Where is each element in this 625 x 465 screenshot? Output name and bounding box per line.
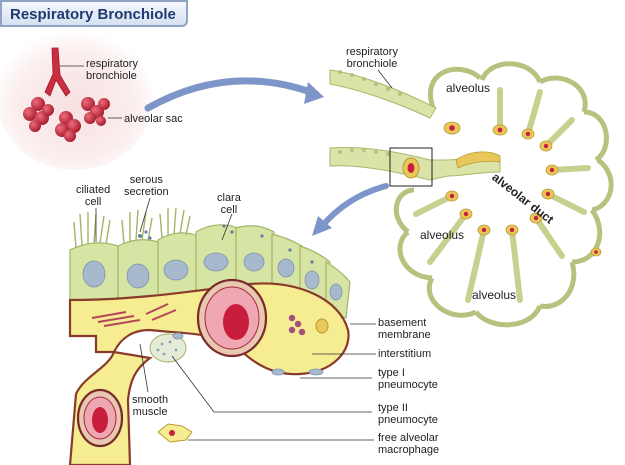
alveolus-wall <box>428 66 482 109</box>
alveolus-left-label: alveolus <box>420 228 465 242</box>
title-badge: Respiratory Bronchiole <box>0 0 188 27</box>
inset-alveolar-sac-label: alveolar sac <box>124 113 183 125</box>
inset-respiratory-bronchiole-label: respiratory bronchiole <box>86 58 138 82</box>
smooth-muscle-line2: muscle <box>132 406 168 418</box>
clara-cell-label: clara cell <box>217 192 241 216</box>
red-blood-cell <box>223 304 249 340</box>
arrow-to-acinus-head <box>304 82 324 104</box>
type2-pneumocyte-line2: pneumocyte <box>378 414 438 426</box>
macrophage-line2: macrophage <box>378 444 440 456</box>
smooth-muscle-line1: smooth <box>132 394 169 406</box>
acinus-bronchiole-upper <box>329 69 437 119</box>
clara-cell-line2: cell <box>220 204 238 216</box>
cilia <box>73 207 191 249</box>
clara-cell-line1: clara <box>217 192 241 204</box>
acinus-respiratory-bronchiole-label: respiratory bronchiole <box>346 46 398 70</box>
interstitium-label: interstitium <box>378 348 432 360</box>
type2-pneumocyte-line1: type II <box>378 402 408 414</box>
ciliated-cell-line1: ciliated <box>76 184 111 196</box>
inset-respiratory-bronchiole-line1: respiratory <box>86 58 138 70</box>
ciliated-cell-label: ciliated cell <box>76 184 110 208</box>
serous-secretion-line2: secretion <box>124 186 169 198</box>
inset-background <box>0 30 153 170</box>
alveolus-bottom-label: alveolus <box>472 288 517 302</box>
alveolus-top-label: alveolus <box>446 81 491 95</box>
type2-pneumocyte <box>149 333 187 363</box>
ciliated-cell-line2: cell <box>84 196 102 208</box>
inset-bronchiole-tube <box>44 47 71 97</box>
arrow-to-acinus <box>144 77 320 112</box>
type1-pneumocyte-line1: type I <box>378 367 405 379</box>
arrow-to-tissue <box>319 183 389 229</box>
smooth-muscle-label: smooth muscle <box>132 394 168 418</box>
basement-membrane-label: basement membrane <box>378 317 431 341</box>
acinus-respiratory-bronchiole-line2: bronchiole <box>346 58 398 70</box>
acinus-respiratory-bronchiole-line1: respiratory <box>346 46 398 58</box>
tissue-leader-lines <box>95 197 376 441</box>
page-title: Respiratory Bronchiole <box>10 6 176 23</box>
serous-secretion-dots <box>138 224 314 264</box>
serous-secretion-label: serous secretion <box>124 174 169 198</box>
macrophage-label: free alveolar macrophage <box>378 432 439 456</box>
inset-alveolar-sacs <box>23 97 110 142</box>
type1-pneumocyte-line2: pneumocyte <box>378 379 438 391</box>
serous-secretion-line1: serous <box>129 174 163 186</box>
magnification-box <box>389 147 433 187</box>
basement-membrane-line1: basement <box>378 317 427 329</box>
type1-pneumocyte-label: type I pneumocyte <box>378 367 438 391</box>
basement-membrane-line2: membrane <box>378 329 431 341</box>
tissue-section <box>68 207 351 465</box>
macrophage-line1: free alveolar <box>378 432 439 444</box>
arrow-to-tissue-head <box>312 216 332 236</box>
acinus-diagram <box>329 61 614 328</box>
inset-respiratory-bronchiole-line2: bronchiole <box>86 70 137 82</box>
nuclei <box>82 252 343 301</box>
interstitial-cells <box>288 314 306 336</box>
type2-pneumocyte-label: type II pneumocyte <box>378 402 438 426</box>
smooth-muscle-fibers <box>91 303 177 327</box>
lung-inset <box>0 30 153 170</box>
